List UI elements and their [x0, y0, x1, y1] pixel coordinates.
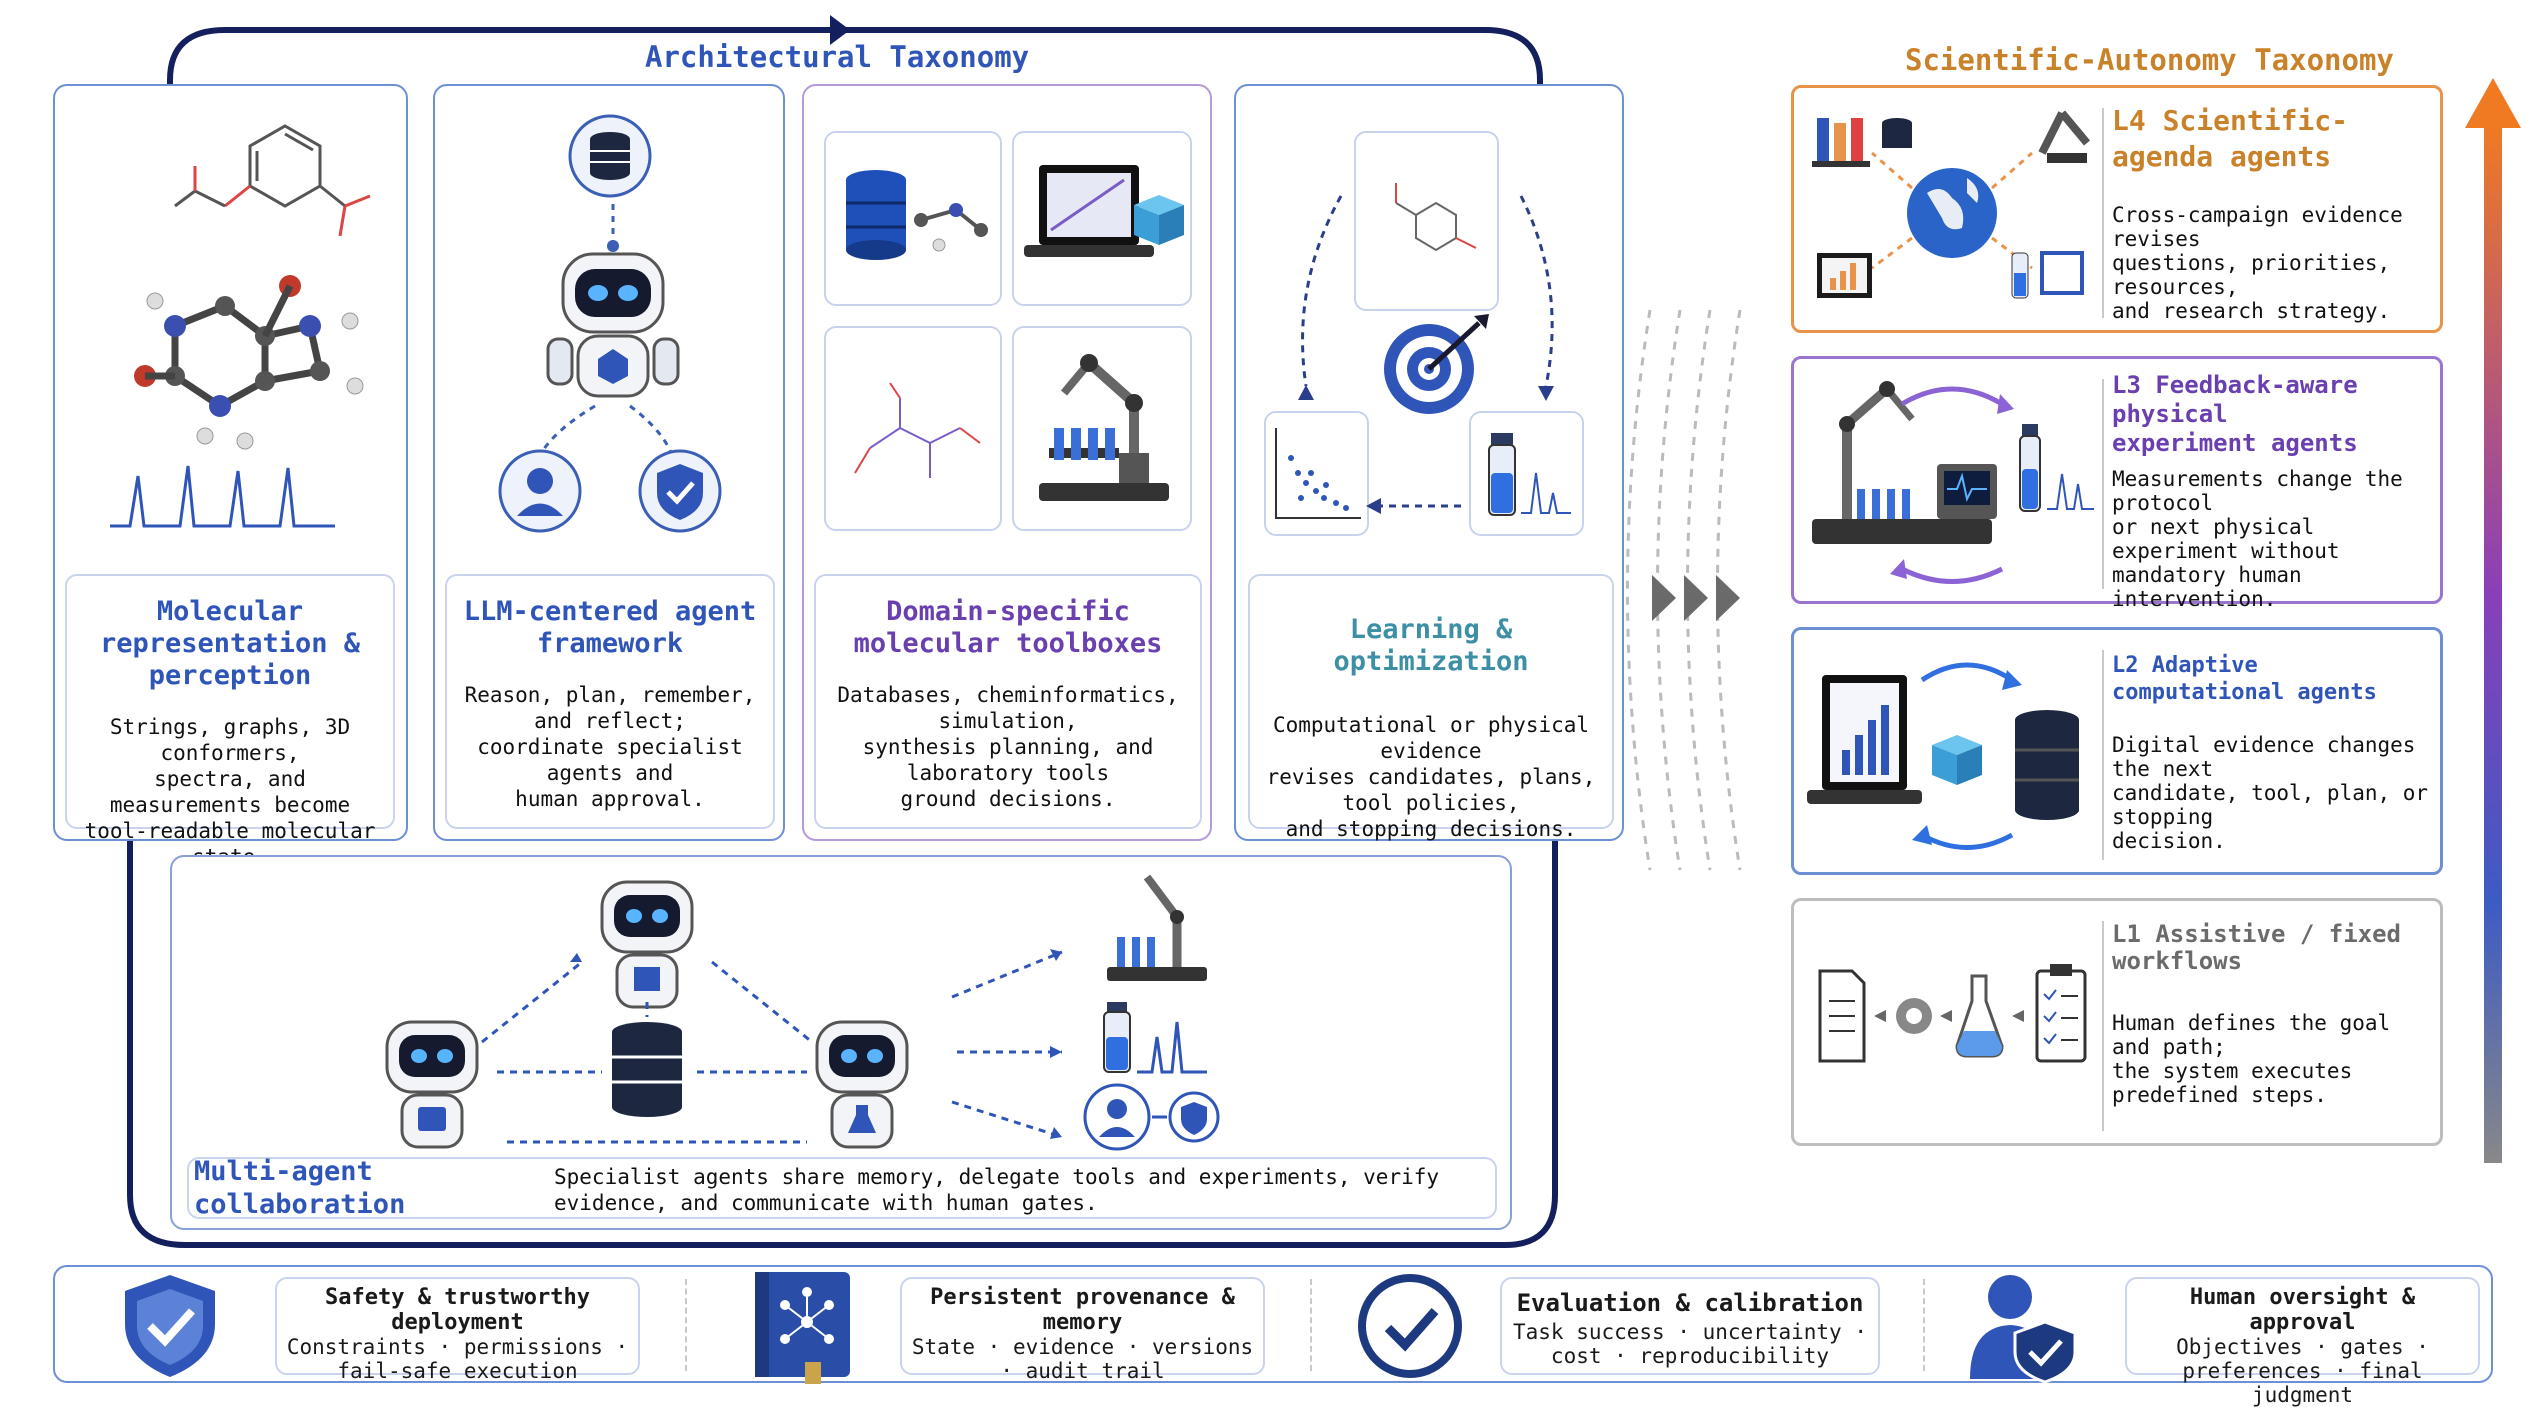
cross-cutting-strip: Safety & trustworthy deployment Constrai… — [53, 1265, 2493, 1407]
vial-spectrum-icon — [1488, 433, 1571, 516]
panel-molecular-caption: Molecular representation & perception St… — [65, 574, 395, 869]
scatter-plot-icon — [1275, 428, 1361, 519]
spectrum-icon — [110, 465, 335, 528]
autonomy-taxonomy-title: Scientific-Autonomy Taxonomy — [1905, 43, 2394, 77]
feedback-experiment-icon — [1812, 381, 2094, 584]
tool-tile-database — [824, 131, 1002, 306]
shared-memory-database-icon — [612, 1022, 682, 1117]
bottom-evaluation: Evaluation & calibration Task success · … — [1500, 1277, 1880, 1375]
level-l4-title: L4 Scientific-agenda agents — [2112, 104, 2349, 173]
bottom-provenance-title: Persistent provenance & memory — [930, 1285, 1235, 1335]
lab-robot-arm-icon — [1107, 874, 1207, 981]
optimization-cycle-arrows — [1298, 195, 1554, 514]
architectural-taxonomy-title: Architectural Taxonomy — [645, 40, 1030, 74]
robot-chemist-icon — [815, 1020, 909, 1149]
panel-molecular-body: Strings, graphs, 3D conformers, spectra,… — [84, 715, 376, 869]
transition-arcs — [1626, 309, 1742, 871]
learning-tile-assay — [1469, 411, 1584, 536]
human-user-icon — [498, 449, 582, 533]
level-l4-body: Cross-campaign evidence revises question… — [2112, 203, 2403, 323]
learning-tile-scatter — [1264, 411, 1369, 536]
level-l2-title: L2 Adaptive computational agents — [2112, 653, 2377, 705]
panel-llm-body: Reason, plan, remember, and reflect; coo… — [464, 683, 756, 811]
tool-tile-lab-robot — [1012, 326, 1192, 531]
molecule-2d-icon — [174, 124, 371, 237]
panel-learning-optimization: Learning & optimization Computational or… — [1234, 84, 1624, 841]
level-l1-body: Human defines the goal and path; the sys… — [2112, 1011, 2391, 1107]
level-l1-title: L1 Assistive / fixed workflows — [2112, 920, 2401, 975]
tool-tile-simulation — [1012, 131, 1192, 306]
chevron-arrows-icon — [1652, 575, 1740, 621]
computational-loop-icon — [1807, 662, 2079, 850]
level-l2-card: L2 Adaptive computational agents Digital… — [1791, 627, 2443, 875]
shield-check-icon — [638, 449, 722, 533]
robot-arm-icon — [1039, 354, 1169, 501]
robot-agent-icon — [546, 204, 680, 398]
level-l3-title: L3 Feedback-aware physical experiment ag… — [2112, 371, 2358, 457]
panel-llm-framework: LLM-centered agent framework Reason, pla… — [433, 84, 785, 841]
learning-tile-candidate — [1354, 131, 1499, 311]
laptop-cube-icon — [1024, 165, 1184, 257]
multi-agent-network — [385, 874, 1220, 1151]
tool-tile-cheminformatics — [824, 326, 1002, 531]
bottom-divider-1 — [685, 1279, 687, 1371]
panel-llm-title: LLM-centered agent framework — [463, 596, 757, 659]
target-icon — [1384, 314, 1489, 414]
bottom-oversight-title: Human oversight & approval — [2189, 1285, 2416, 1335]
bottom-evaluation-title: Evaluation & calibration — [1516, 1289, 1864, 1317]
multi-agent-body: Specialist agents share memory, delegate… — [554, 1165, 1440, 1215]
agenda-hub-icon — [1812, 110, 2091, 299]
panel-multi-agent: Multi-agent collaboration Specialist age… — [170, 855, 1512, 1230]
provenance-book-icon — [755, 1272, 850, 1384]
panel-toolboxes-body: Databases, cheminformatics, simulation, … — [837, 683, 1179, 811]
database-icon — [568, 114, 652, 198]
database-molecule-icon — [846, 170, 988, 260]
robot-writer-icon — [600, 880, 694, 1009]
panel-molecular-toolboxes: Domain-specific molecular toolboxes Data… — [802, 84, 1212, 841]
panel-learning-title: Learning & optimization — [1333, 614, 1529, 677]
bottom-divider-3 — [1923, 1279, 1925, 1371]
bottom-safety-title: Safety & trustworthy deployment — [325, 1285, 590, 1335]
bottom-provenance: Persistent provenance & memory State · e… — [900, 1277, 1265, 1383]
level-l3-body: Measurements change the protocol or next… — [2112, 467, 2403, 611]
evaluation-check-icon — [1358, 1274, 1462, 1378]
panel-learning-body: Computational or physical evidence revis… — [1266, 713, 1596, 841]
fixed-workflow-icon — [1818, 964, 2087, 1063]
multi-agent-title: Multi-agent collaboration — [194, 1156, 406, 1220]
panel-toolboxes-caption: Domain-specific molecular toolboxes Data… — [814, 574, 1202, 829]
bottom-oversight-body: Objectives · gates · preferences · final… — [2176, 1335, 2429, 1407]
synthesis-tree-icon — [854, 382, 981, 478]
bottom-evaluation-body: Task success · uncertainty · cost · repr… — [1512, 1320, 1867, 1368]
human-oversight-icon — [1970, 1275, 2077, 1384]
level-l1-divider — [2102, 921, 2104, 1131]
panel-molecular-representation: Molecular representation & perception St… — [53, 84, 408, 869]
human-gate-icon — [1083, 1083, 1220, 1151]
bottom-oversight: Human oversight & approval Objectives · … — [2125, 1277, 2480, 1407]
robot-coder-icon — [385, 1020, 479, 1149]
level-l3-card: L3 Feedback-aware physical experiment ag… — [1791, 356, 2443, 611]
bottom-safety-body: Constraints · permissions · fail-safe ex… — [286, 1335, 629, 1383]
level-l2-divider — [2102, 650, 2104, 860]
level-l1-card: L1 Assistive / fixed workflows Human def… — [1791, 898, 2443, 1146]
panel-learning-caption: Learning & optimization Computational or… — [1248, 574, 1614, 841]
bottom-safety: Safety & trustworthy deployment Constrai… — [275, 1277, 640, 1383]
bottom-provenance-body: State · evidence · versions · audit trai… — [911, 1335, 1254, 1383]
panel-toolboxes-title: Domain-specific molecular toolboxes — [853, 596, 1163, 659]
vial-spectrum-icon — [1103, 1002, 1207, 1074]
candidate-molecule-icon — [1395, 183, 1477, 252]
safety-shield-icon — [125, 1275, 215, 1377]
level-l4-card: L4 Scientific-agenda agents Cross-campai… — [1791, 85, 2443, 333]
level-l2-body: Digital evidence changes the next candid… — [2112, 733, 2429, 853]
multi-agent-caption: Multi-agent collaboration Specialist age… — [187, 1156, 1497, 1220]
autonomy-gradient-arrow — [2465, 78, 2521, 1163]
robot-branch-lines — [533, 404, 677, 467]
panel-molecular-title: Molecular representation & perception — [99, 596, 361, 691]
panel-llm-caption: LLM-centered agent framework Reason, pla… — [445, 574, 775, 829]
molecule-3d-icon — [134, 275, 364, 450]
bottom-divider-2 — [1310, 1279, 1312, 1371]
level-l4-divider — [2102, 108, 2104, 318]
level-l3-divider — [2102, 379, 2104, 589]
